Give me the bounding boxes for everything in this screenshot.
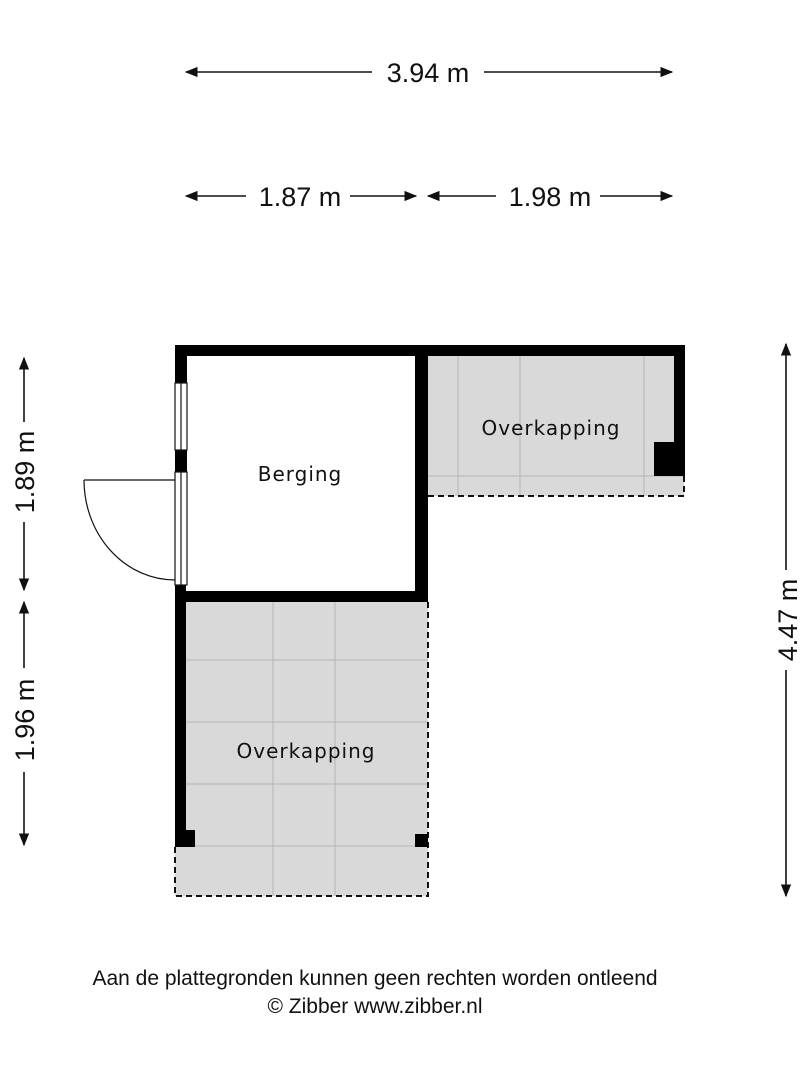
room-label-overkapping-bottom: Overkapping (237, 739, 376, 763)
dimension-right-width: 1.98 m (509, 182, 592, 212)
door-swing (83, 479, 176, 581)
footer-copyright: © Zibber www.zibber.nl (267, 995, 483, 1018)
dimension-lines (18, 66, 792, 898)
dimension-left-lower-height: 1.96 m (10, 679, 40, 762)
canopy-top (428, 356, 685, 497)
dimension-left-upper-height: 1.89 m (10, 431, 40, 514)
window-left (174, 382, 188, 586)
room-label-overkapping-top: Overkapping (482, 416, 621, 440)
dimension-total-height: 4.47 m (773, 579, 803, 662)
dimension-total-width: 3.94 m (387, 58, 470, 88)
room-label-berging: Berging (258, 462, 343, 486)
canopy-bottom (174, 602, 429, 897)
dimension-left-width: 1.87 m (259, 182, 342, 212)
footer-disclaimer: Aan de plattegronden kunnen geen rechten… (92, 967, 658, 990)
walls (175, 345, 685, 847)
